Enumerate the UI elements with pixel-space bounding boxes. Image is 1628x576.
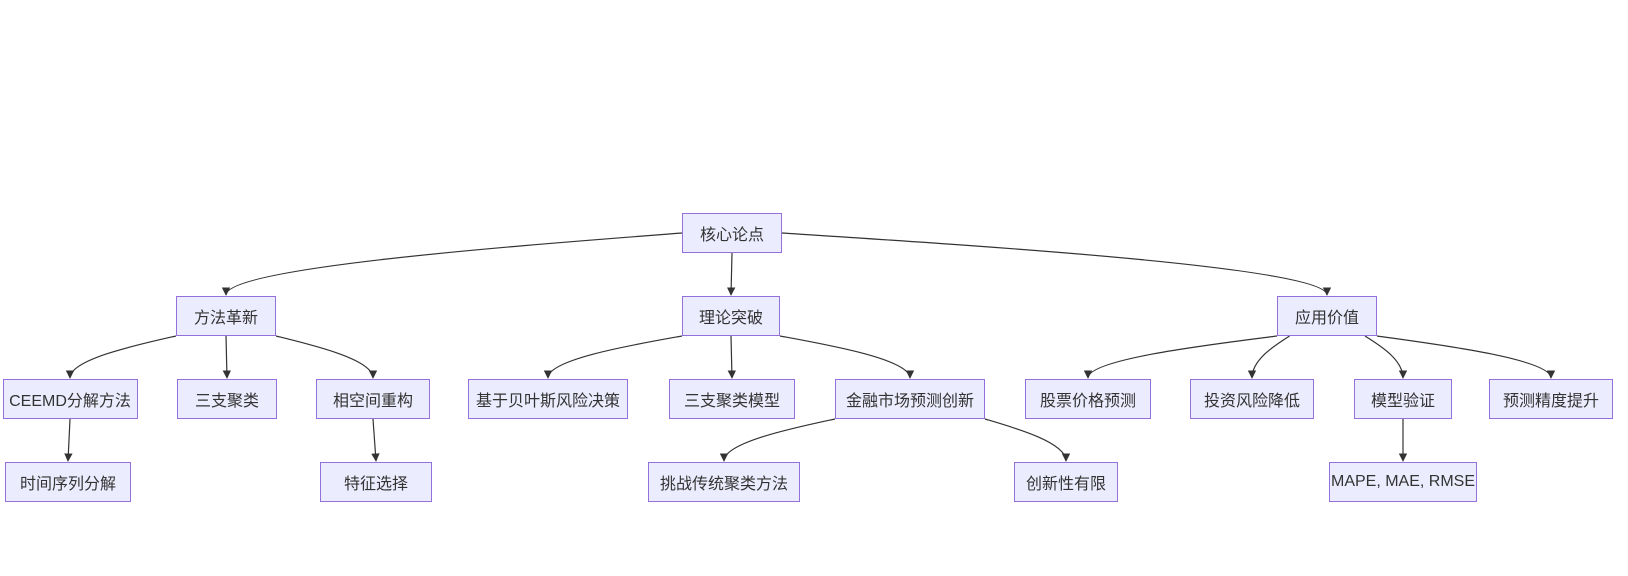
- node-label: 三支聚类模型: [683, 393, 780, 410]
- node-label: 挑战传统聚类方法: [659, 476, 788, 493]
- node-label: 预测精度提升: [1502, 393, 1599, 410]
- node-label: 核心论点: [699, 227, 764, 244]
- edge-ceemd-to-time-series: [64, 418, 73, 462]
- node-finance: 金融市场预测创新: [835, 379, 985, 419]
- node-label: CEEMD分解方法: [9, 393, 131, 410]
- edge-theory-to-three-way-model: [727, 335, 737, 379]
- node-bayes: 基于贝叶斯风险决策: [468, 379, 628, 419]
- node-stock: 股票价格预测: [1025, 379, 1151, 419]
- node-label: 时间序列分解: [19, 476, 116, 493]
- node-label: 模型验证: [1370, 393, 1435, 410]
- node-challenge: 挑战传统聚类方法: [648, 462, 800, 502]
- node-core: 核心论点: [682, 213, 782, 253]
- node-label: 相空间重构: [332, 393, 413, 410]
- node-method: 方法革新: [176, 296, 276, 336]
- node-label: 方法革新: [193, 310, 258, 327]
- node-phase-space: 相空间重构: [316, 379, 430, 419]
- edge-phase-space-to-feature: [371, 418, 380, 462]
- node-metrics: MAPE, MAE, RMSE: [1329, 462, 1477, 502]
- node-label: 特征选择: [343, 476, 408, 493]
- node-risk: 投资风险降低: [1190, 379, 1314, 419]
- node-value: 应用价值: [1277, 296, 1377, 336]
- node-three-way: 三支聚类: [177, 379, 277, 419]
- edge-value-to-model-validation: [1364, 335, 1408, 379]
- edge-theory-to-bayes: [543, 335, 683, 379]
- node-ceemd: CEEMD分解方法: [2, 379, 138, 419]
- node-limited: 创新性有限: [1014, 462, 1118, 502]
- edge-theory-to-finance: [779, 335, 915, 379]
- node-label: 投资风险降低: [1203, 393, 1300, 410]
- node-model-validation: 模型验证: [1354, 379, 1452, 419]
- node-label: 理论突破: [698, 310, 763, 327]
- edge-value-to-risk: [1247, 335, 1290, 379]
- edge-method-to-three-way: [222, 335, 232, 379]
- edge-method-to-phase-space: [275, 335, 378, 379]
- node-accuracy: 预测精度提升: [1489, 379, 1613, 419]
- node-theory: 理论突破: [682, 296, 780, 336]
- node-label: 基于贝叶斯风险决策: [475, 393, 620, 410]
- edge-value-to-stock: [1083, 335, 1278, 379]
- node-label: 金融市场预测创新: [845, 393, 974, 410]
- node-label: MAPE, MAE, RMSE: [1330, 473, 1476, 490]
- edge-value-to-accuracy: [1376, 335, 1556, 379]
- edge-core-to-theory: [726, 252, 736, 296]
- edge-core-to-method: [221, 232, 683, 296]
- node-feature: 特征选择: [320, 462, 432, 502]
- node-label: 应用价值: [1294, 310, 1359, 327]
- node-time-series: 时间序列分解: [5, 462, 131, 502]
- node-label: 三支聚类: [194, 393, 259, 410]
- node-three-way-model: 三支聚类模型: [669, 379, 795, 419]
- node-label: 创新性有限: [1025, 476, 1106, 493]
- edge-finance-to-limited: [984, 418, 1071, 462]
- edge-core-to-value: [781, 232, 1332, 296]
- edge-method-to-ceemd: [65, 335, 177, 379]
- node-label: 股票价格预测: [1039, 393, 1136, 410]
- edge-finance-to-challenge: [719, 418, 836, 462]
